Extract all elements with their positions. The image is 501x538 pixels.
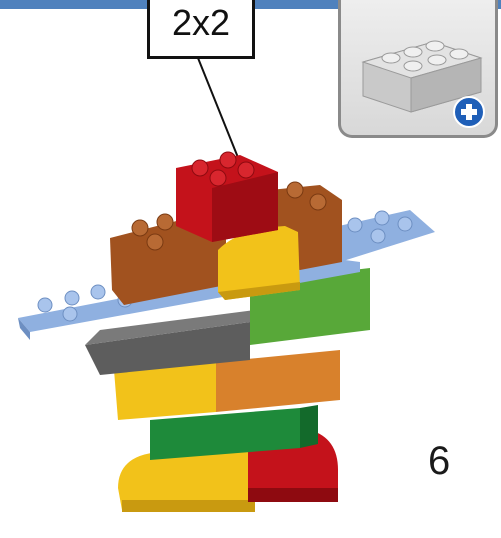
yellow-curved-brick-bottom — [118, 448, 255, 512]
brick-size-callout: 2x2 — [147, 0, 255, 59]
light-blue-plate-right — [330, 210, 435, 262]
gray-brick-icon — [341, 0, 498, 138]
step-number: 6 — [428, 441, 450, 481]
new-brick-panel — [338, 0, 498, 138]
plus-badge-icon — [454, 97, 484, 127]
red-2x2-brick — [176, 152, 278, 242]
brick-size-label: 2x2 — [172, 2, 230, 44]
